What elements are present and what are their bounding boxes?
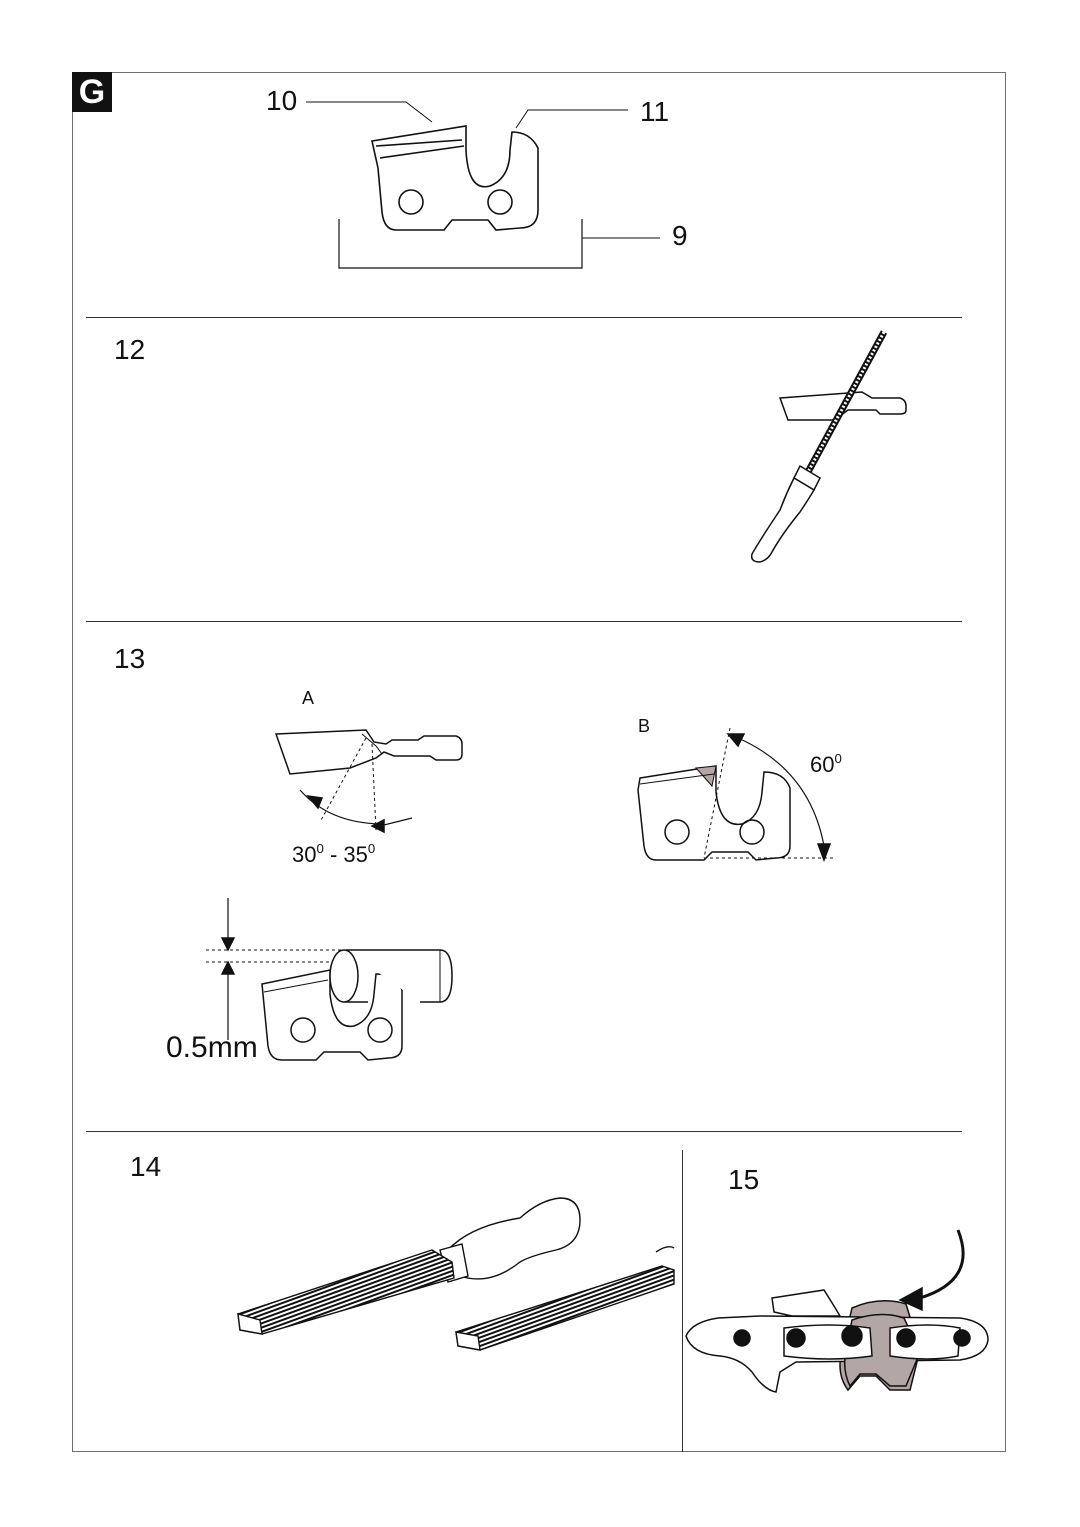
label-b: B (638, 716, 651, 736)
figure-14-number: 14 (130, 1151, 162, 1182)
divider-2 (86, 621, 962, 622)
label-a: A (302, 688, 315, 708)
callout-10: 10 (266, 85, 298, 116)
section-badge: G (72, 72, 112, 112)
chain-diagram (685, 1229, 989, 1393)
angle-range-label: 300 - 350 (292, 841, 376, 867)
callout-9: 9 (672, 220, 688, 251)
callout-11: 11 (640, 96, 670, 127)
figure-13-number: 13 (114, 643, 146, 674)
depth-gauge-label: 0.5mm (166, 1031, 258, 1064)
round-file-diagram (750, 330, 907, 563)
cutter-parts-diagram (306, 101, 660, 269)
sharpening-angles-diagram (206, 727, 836, 1061)
divider-vertical (682, 1150, 683, 1452)
divider-3 (86, 1131, 962, 1132)
page-frame (72, 72, 1006, 1452)
divider-1 (86, 317, 962, 318)
figure-12-number: 12 (114, 334, 146, 365)
angle-60-label: 600 (810, 751, 842, 777)
figure-15-number: 15 (728, 1164, 760, 1195)
flat-files-diagram (237, 1197, 675, 1351)
